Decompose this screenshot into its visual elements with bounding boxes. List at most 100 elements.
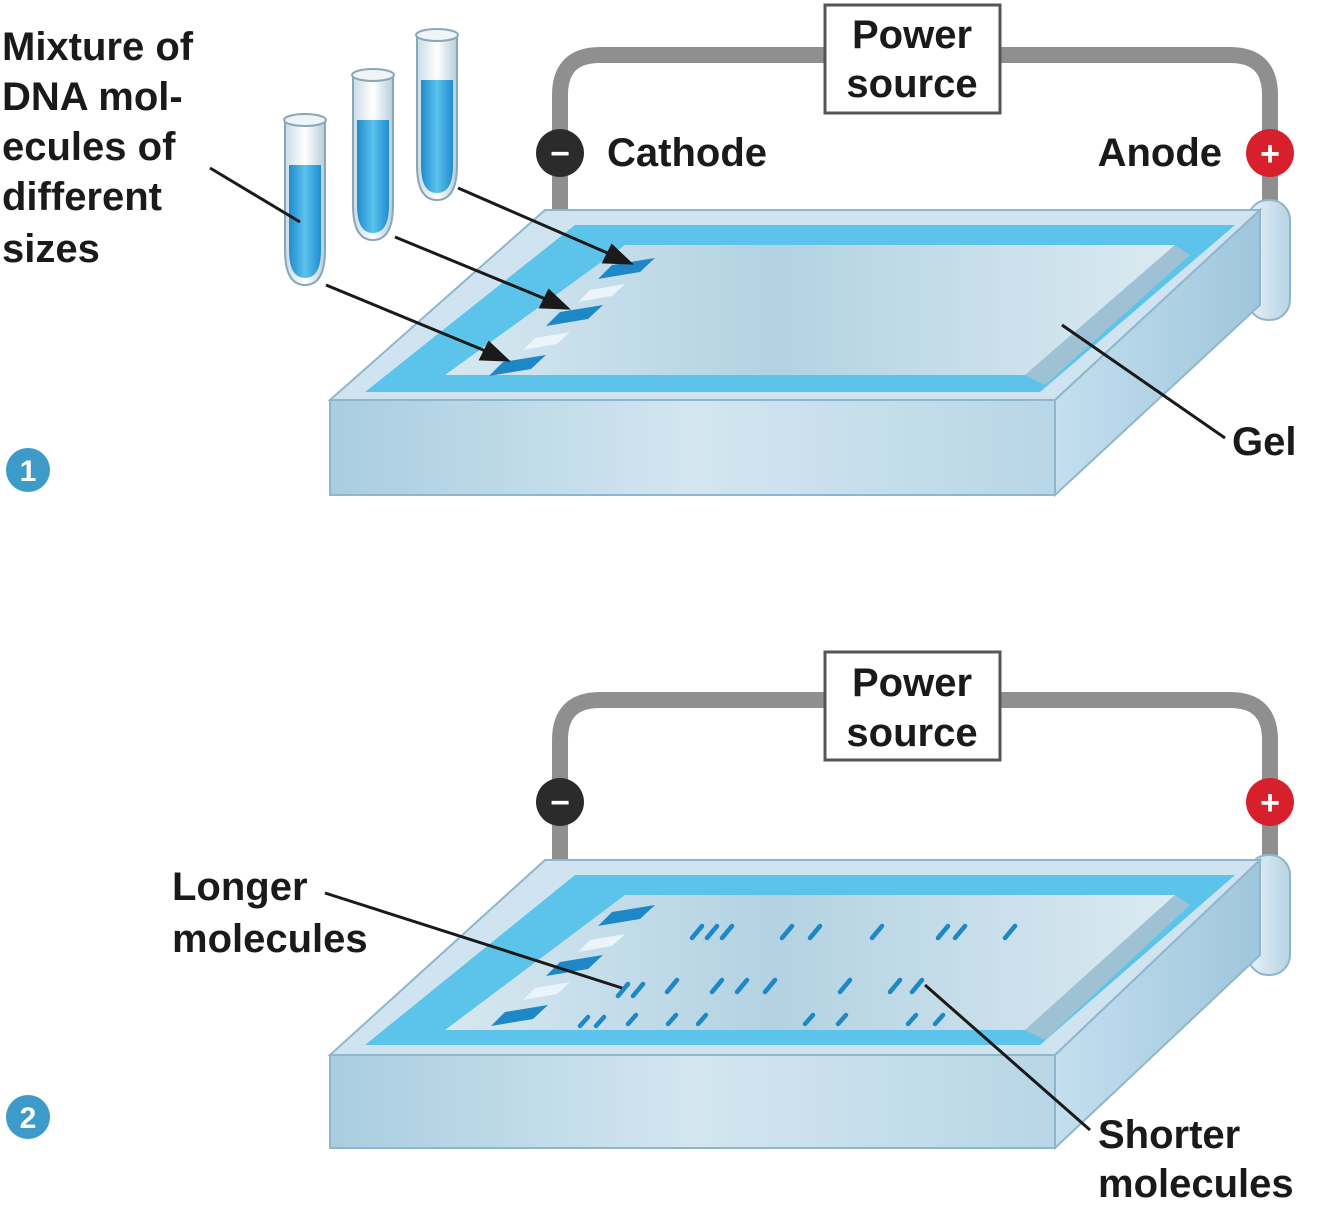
longer-leader-line — [324, 891, 623, 990]
tray-right-face — [1054, 857, 1261, 1151]
step-number-1: 1 — [20, 455, 37, 488]
panel-1-loading: Power source — [2, 3, 1296, 498]
test-tube-2 — [351, 68, 395, 242]
power-source-frame — [823, 3, 1002, 115]
mixture-label: Mixture of DNA mol- ecules of different … — [2, 25, 301, 271]
dna-band — [909, 977, 925, 995]
sample-well-1 — [598, 258, 655, 279]
tube-liquid — [421, 80, 453, 193]
anode-sign: + — [1260, 784, 1280, 822]
longer-line-1: Longer — [172, 865, 308, 909]
mixture-leader-line — [209, 166, 301, 224]
tray-front-face — [329, 399, 1056, 496]
mixture-line-5: sizes — [2, 227, 100, 271]
cathode-terminal: − — [536, 778, 584, 826]
shorter-line-2: molecules — [1098, 1162, 1294, 1200]
power-source-box: Power source — [823, 650, 1002, 762]
test-tube-3 — [415, 28, 459, 202]
power-source-label-line1: Power — [852, 13, 972, 57]
arrow-line — [325, 283, 489, 354]
dna-band — [935, 923, 951, 941]
longer-line-2: molecules — [172, 917, 368, 961]
dna-band — [932, 1012, 946, 1027]
arrow-line — [394, 235, 549, 302]
sample-well-1 — [598, 905, 655, 926]
well-slot — [523, 332, 570, 350]
cathode-label: Cathode — [607, 131, 767, 175]
mixture-line-3: ecules of — [2, 125, 176, 169]
shorter-leader-line — [924, 983, 1091, 1132]
dna-band — [665, 1012, 679, 1027]
anode-terminal: + — [1246, 129, 1294, 177]
dna-band — [807, 923, 823, 941]
dna-band — [837, 977, 853, 995]
anode-label: Anode — [1098, 131, 1222, 175]
mixture-line-1: Mixture of — [2, 25, 194, 69]
dna-band — [615, 981, 631, 999]
anode-sign: + — [1260, 135, 1280, 173]
dna-band — [952, 923, 968, 941]
step-badge-1: 1 — [6, 448, 50, 492]
power-source-label-line2: source — [846, 62, 977, 106]
arrow-head — [538, 288, 571, 310]
mixture-line-4: different — [2, 175, 162, 219]
gel-slab — [445, 245, 1175, 375]
tube-liquid — [357, 120, 389, 233]
dna-band — [704, 923, 720, 941]
cathode-terminal-circle — [536, 129, 584, 177]
dna-bands — [577, 923, 1018, 1029]
tube-rim — [351, 68, 395, 82]
power-source-label-line1: Power — [852, 661, 972, 705]
longer-molecules-label: Longer molecules — [172, 865, 623, 990]
dna-band — [719, 923, 735, 941]
mixture-line-2: DNA mol- — [2, 75, 183, 119]
tray-right-face — [1054, 207, 1261, 498]
panel-2-separation: Power source — [6, 650, 1294, 1205]
tube-rim — [415, 28, 459, 42]
shorter-molecules-label: Shorter molecules — [924, 983, 1294, 1205]
dna-band — [577, 1014, 591, 1029]
dna-band — [887, 977, 903, 995]
gel-leader-line — [1061, 323, 1226, 440]
gel-slab-edge — [1025, 245, 1190, 385]
well-slot — [578, 934, 625, 952]
step-badge-2-circle — [6, 1095, 50, 1139]
arrow-head — [478, 340, 511, 362]
arrow-line — [457, 186, 613, 257]
power-wire — [552, 47, 1278, 228]
dna-band — [695, 1012, 709, 1027]
sample-well-3 — [491, 1005, 548, 1026]
dna-band — [835, 1012, 849, 1027]
tray-front-face — [329, 1054, 1056, 1149]
anode-terminal: + — [1246, 778, 1294, 826]
dna-band — [625, 1012, 639, 1027]
gel-tray — [327, 199, 1291, 498]
anode-terminal-circle — [1246, 129, 1294, 177]
arrow-head — [601, 243, 634, 265]
dna-band — [762, 977, 778, 995]
power-source-frame — [823, 650, 1002, 762]
step-badge-2: 2 — [6, 1095, 50, 1139]
gel-tray — [327, 854, 1291, 1151]
gel-slab — [445, 895, 1175, 1030]
anode-terminal-circle — [1246, 778, 1294, 826]
sample-well-2 — [546, 305, 603, 326]
sample-well-2 — [546, 955, 603, 976]
dna-band — [802, 1012, 816, 1027]
sample-well-3 — [489, 355, 546, 376]
well-slot — [523, 982, 570, 1000]
gel-label: Gel — [1232, 420, 1296, 464]
cathode-sign: − — [550, 784, 570, 822]
cathode-terminal-circle — [536, 778, 584, 826]
cathode-terminal: − — [536, 129, 584, 177]
step-number-2: 2 — [20, 1102, 37, 1135]
tube-liquid — [289, 165, 321, 278]
dna-band — [709, 977, 725, 995]
step-badge-1-circle — [6, 448, 50, 492]
dna-band — [869, 923, 885, 941]
dna-band — [593, 1014, 607, 1029]
power-source-label-line2: source — [846, 711, 977, 755]
dna-band — [689, 923, 705, 941]
dna-band — [1002, 923, 1018, 941]
